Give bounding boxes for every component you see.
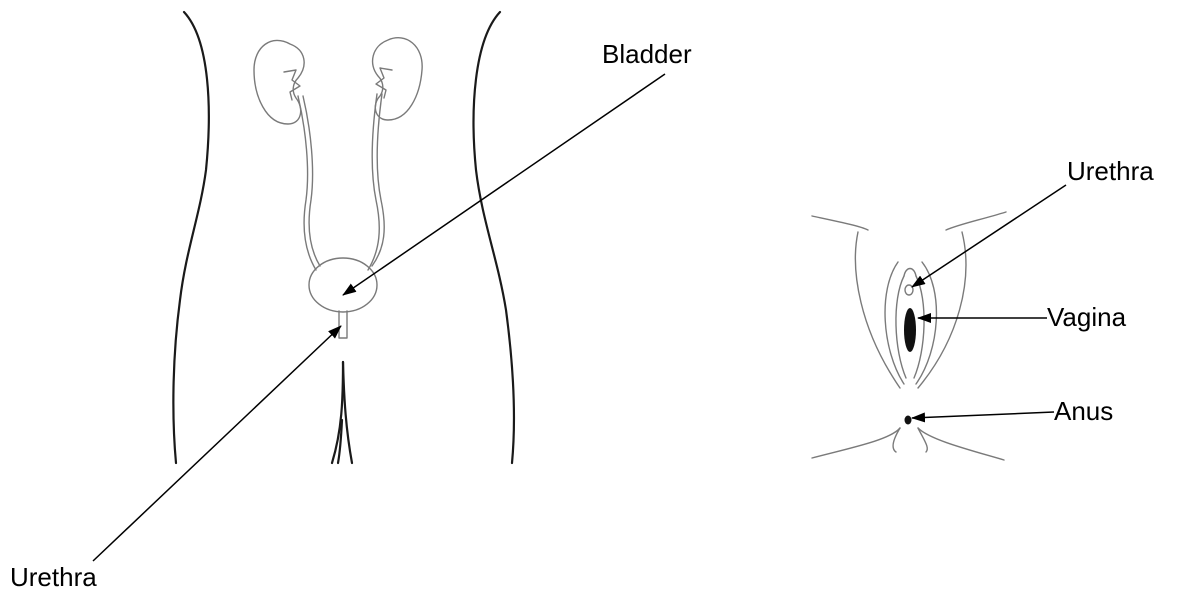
urethra-vulva-label: Urethra (1067, 156, 1154, 186)
torso-right-contour (474, 12, 514, 463)
inner-thigh-right (343, 362, 352, 463)
right-ureter (368, 94, 379, 270)
labia-majora-left (855, 232, 900, 388)
clitoral-hood (904, 269, 916, 277)
groin-upper-left (812, 216, 868, 230)
urethra-front-leader-line (93, 326, 341, 561)
left-kidney (254, 40, 304, 124)
urethra-vulva-leader-line (912, 185, 1066, 287)
urethra-front-label: Urethra (10, 562, 97, 592)
groin-upper-right (946, 212, 1006, 230)
bladder-shape (309, 258, 377, 312)
urethra-tube (339, 311, 347, 338)
buttock-right (918, 428, 1004, 460)
right-kidney-pelvis (376, 68, 392, 98)
anus-shape (905, 416, 912, 425)
anus-leader-line (912, 412, 1054, 418)
torso-left-contour (173, 12, 208, 463)
left-ureter (298, 96, 316, 270)
bladder-leader-line (343, 74, 665, 295)
buttock-left (812, 428, 900, 458)
anus-label: Anus (1054, 396, 1113, 426)
torso-figure (173, 12, 514, 463)
vagina-label: Vagina (1047, 302, 1127, 332)
vulva-figure (812, 212, 1006, 460)
inner-thigh-left (332, 362, 343, 463)
vaginal-opening (904, 308, 916, 352)
bladder-label: Bladder (602, 39, 692, 69)
